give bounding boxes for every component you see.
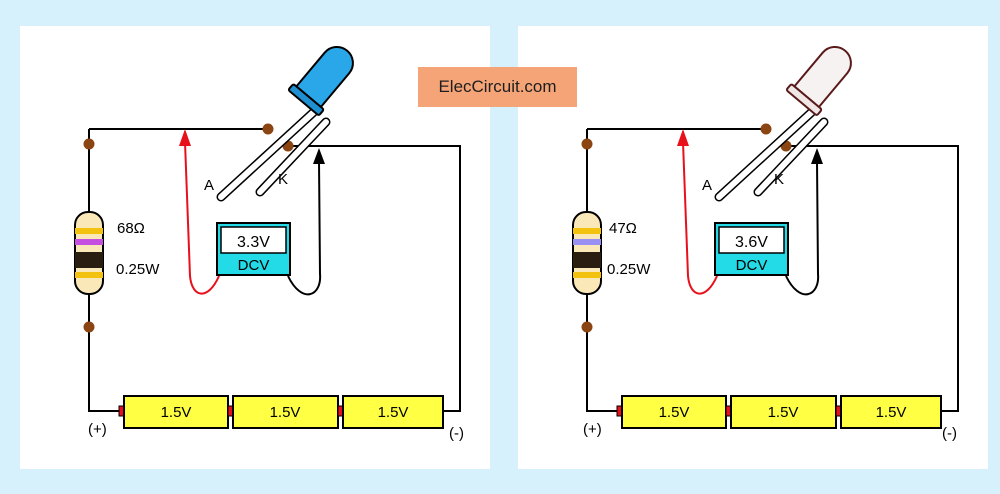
circuit-panel-right: 47Ω 0.25W A K 3.6V DCV 1.5V 1.5V 1.5V (+… [518,26,988,469]
anode-label: A [204,177,214,194]
resistor-power-label: 0.25W [116,261,160,278]
positive-terminal-label: (+) [88,421,107,438]
resistor-color-band [573,239,601,245]
circuit-diagram-left: 68Ω 0.25W A K 3.3V DCV 1.5V 1.5V 1.5V (+… [74,46,464,442]
cathode-label: K [774,171,784,188]
battery-voltage-label: 1.5V [768,404,799,421]
black-probe-wire [287,160,322,296]
battery-voltage-label: 1.5V [659,404,690,421]
battery-cell [840,395,942,429]
red-probe-wire [184,141,220,295]
battery-cell [621,395,727,429]
negative-terminal-label: (-) [449,425,464,442]
cathode-label: K [278,171,288,188]
led [216,46,354,202]
battery-pack [616,395,942,429]
voltmeter [714,222,789,276]
battery-voltage-label: 1.5V [378,404,409,421]
circuit-panel-left: 68Ω 0.25W A K 3.3V DCV 1.5V 1.5V 1.5V (+… [20,26,490,469]
voltmeter-reading: 3.3V [237,234,270,251]
battery-cell [123,395,229,429]
red-probe-wire [682,141,718,295]
voltmeter [216,222,291,276]
resistor-power-label: 0.25W [607,261,651,278]
battery-voltage-label: 1.5V [161,404,192,421]
positive-terminal-label: (+) [583,421,602,438]
led [714,46,852,202]
negative-terminal-label: (-) [942,425,957,442]
resistor-value-label: 47Ω [609,220,637,237]
voltmeter-mode: DCV [238,257,270,274]
brand-watermark: ElecCircuit.com [418,67,577,107]
red-probe-arrow-icon [179,129,191,146]
resistor-value-label: 68Ω [117,220,145,237]
resistor [74,211,104,295]
black-probe-arrow-icon [811,148,823,164]
anode-label: A [702,177,712,194]
battery-cell [232,395,339,429]
resistor [572,211,602,295]
battery-pack [118,395,444,429]
battery-cell [342,395,444,429]
black-probe-wire [785,160,820,296]
red-probe-arrow-icon [677,129,689,146]
resistor-color-band [75,239,103,245]
circuit-diagram-right: 47Ω 0.25W A K 3.6V DCV 1.5V 1.5V 1.5V (+… [572,46,959,442]
voltmeter-mode: DCV [736,257,768,274]
battery-voltage-label: 1.5V [876,404,907,421]
voltmeter-reading: 3.6V [735,234,768,251]
black-probe-arrow-icon [313,148,325,164]
battery-voltage-label: 1.5V [270,404,301,421]
junction-nodes [581,123,792,333]
